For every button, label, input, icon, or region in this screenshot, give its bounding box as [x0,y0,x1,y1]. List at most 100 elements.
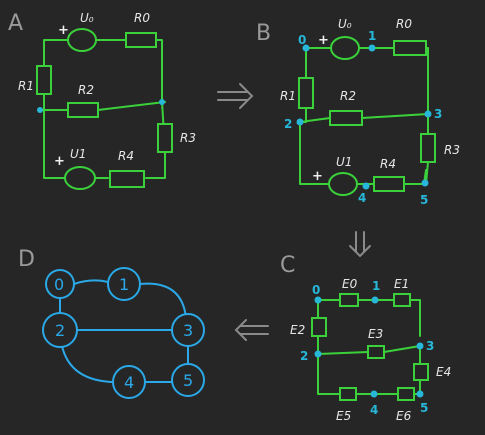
graph-node-5-label: 5 [183,371,193,390]
circuit-c-node-5 [416,390,424,398]
circuit-b-node-3 [424,110,432,118]
circuit-b-node-2-label: 2 [284,117,292,131]
circuit-b-node-1-label: 1 [368,29,376,43]
circuit-a-u0-label: U₀ [80,11,94,25]
circuit-a-u1-source [64,166,96,190]
circuit-b-u1-plus: + [312,169,323,184]
circuit-c-node-4 [370,390,378,398]
circuit-c-e6-source [397,387,415,401]
circuit-a-u0-source [67,28,97,52]
arrow-c-to-d [234,319,269,341]
circuit-c-e1-label: E1 [394,277,409,291]
circuit-c-e2-label: E2 [290,323,305,337]
arrow-b-to-c [349,231,371,258]
circuit-c-node-4-label: 4 [370,403,378,417]
graph-node-3 [171,313,205,347]
graph-edge-1-3 [139,282,187,319]
circuit-a-r1-resistor [36,65,52,95]
graph-node-2 [42,312,78,348]
panel-c: C E0 E1 E2 E3 E4 E5 E6 0 1 2 3 4 5 [280,253,451,423]
circuit-c-node-0 [314,296,322,304]
panel-c-label: C [280,253,295,278]
panel-d-label: D [18,247,35,272]
graph-node-4 [112,365,146,399]
circuit-c-e0-label: E0 [342,277,358,291]
circuit-c-e5-source [339,387,357,401]
circuit-b-r4-resistor [373,176,405,192]
circuit-c-node-3-label: 3 [426,339,434,353]
circuit-b-node-1 [368,44,376,52]
circuit-b-r1-resistor [298,77,314,109]
panel-a: A + U₀ R0 R1 R2 R3 + U1 R4 [8,11,196,190]
circuit-b-r0-resistor [393,40,427,56]
circuit-a-r2-label: R2 [78,83,94,97]
circuit-b-r3-resistor [420,133,436,163]
circuit-c-e1-source [393,293,411,307]
circuit-c-node-3 [416,342,424,350]
circuit-b-r2-label: R2 [340,89,356,103]
panel-b: B + U₀ R0 R1 R2 R3 + U1 R4 0 1 2 3 4 5 [256,17,460,207]
circuit-b-u1-label: U1 [336,155,352,169]
circuit-a-r0-label: R0 [134,11,150,25]
circuit-a-r0-resistor [125,32,157,48]
circuit-c-node-2-label: 2 [300,349,308,363]
graph-node-1-label: 1 [119,275,129,294]
circuit-a-junction [159,99,165,105]
circuit-a-r4-label: R4 [118,149,134,163]
circuit-a-u1-plus: + [54,154,65,169]
graph-edge-2-4 [61,345,113,383]
circuit-b-node-2 [296,118,304,126]
circuit-a-r3-label: R3 [180,131,196,145]
circuit-c-node-0-label: 0 [312,283,320,297]
graph-edge-0-1 [73,279,109,285]
circuit-c-node-1-label: 1 [372,279,380,293]
circuit-b-r2-resistor [329,110,363,126]
circuit-b-node-5-label: 5 [420,193,428,207]
panel-a-label: A [8,11,23,36]
graph-node-4-label: 4 [124,373,134,392]
panel-b-label: B [256,21,271,46]
circuit-c-e6-label: E6 [396,409,412,423]
circuit-b-r0-label: R0 [396,17,412,31]
graph-node-3-label: 3 [183,321,193,340]
circuit-b-node-3-label: 3 [434,107,442,121]
circuit-a-u1-label: U1 [70,147,86,161]
circuit-b-node-4 [362,182,370,190]
panel-d: D 0 1 2 3 4 5 [18,247,205,399]
circuit-b-u0-label: U₀ [338,17,352,31]
circuit-a-r3-resistor [157,123,173,153]
circuit-a-r2-resistor [67,102,99,118]
circuit-b-u1-source [328,172,358,196]
circuit-b-r1-label: R1 [280,89,296,103]
graph-node-1 [107,267,141,301]
graph-node-0-label: 0 [54,275,64,294]
circuit-c-e3-label: E3 [368,327,383,341]
circuit-c-node-5-label: 5 [420,401,428,415]
circuit-c-node-1 [371,296,379,304]
circuit-a-u0-plus: + [58,23,69,38]
circuit-b-wires [299,47,429,185]
graph-node-2-label: 2 [55,321,65,340]
circuit-c-e4-source [413,363,429,381]
circuit-c-e2-source [311,317,327,337]
circuit-b-r4-label: R4 [380,157,396,171]
circuit-b-node-4-label: 4 [358,191,366,205]
circuit-b-u0-plus: + [318,33,329,48]
graph-node-0 [45,269,75,299]
circuit-c-e5-label: E5 [336,409,351,423]
arrow-a-to-b [217,83,254,109]
circuit-b-r3-label: R3 [444,143,460,157]
circuit-a-junction [37,107,43,113]
circuit-c-e0-source [339,293,359,307]
circuit-a-r4-resistor [109,170,145,188]
circuit-c-e3-source [367,345,385,359]
circuit-c-e4-label: E4 [436,365,451,379]
graph-node-5 [171,363,205,397]
circuit-c-node-2 [314,350,322,358]
circuit-b-node-0-label: 0 [298,33,306,47]
circuit-b-node-0 [302,44,310,52]
circuit-b-node-5 [421,179,429,187]
circuit-b-u0-source [330,36,360,60]
